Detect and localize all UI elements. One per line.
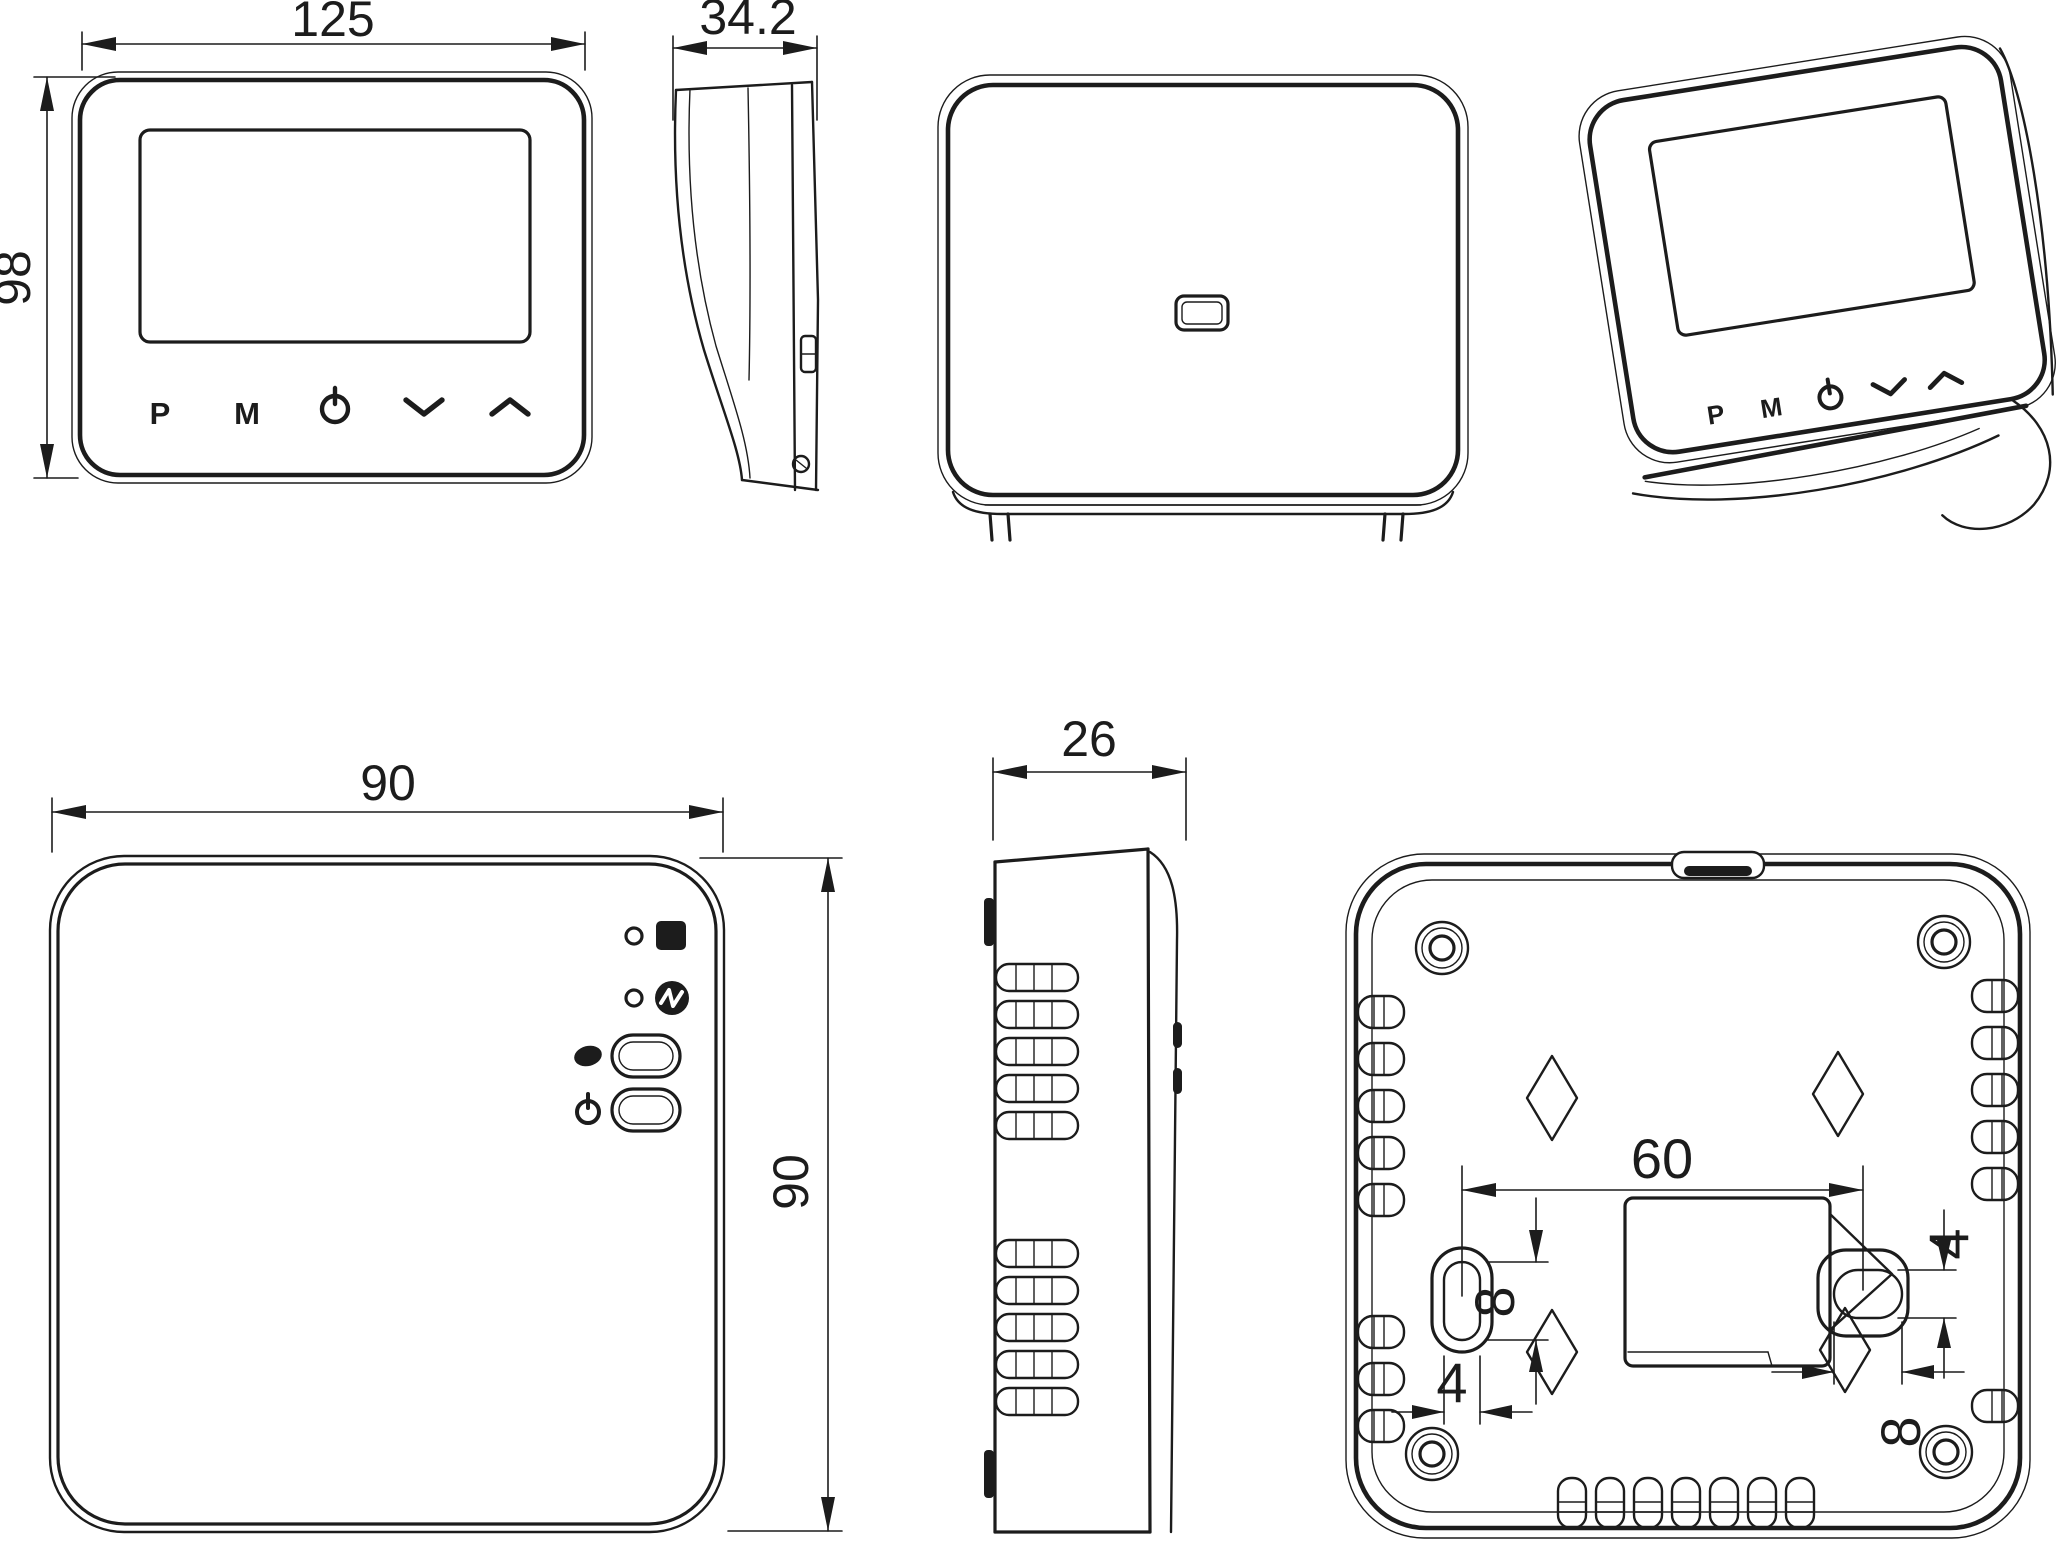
program-button: P <box>1705 398 1727 430</box>
dim-left-slot-width: 4 <box>1391 1351 1533 1425</box>
thermostat-back-body <box>945 82 1461 498</box>
power-icon <box>319 385 351 425</box>
mode-button: M <box>234 396 260 431</box>
thermostat-back-bottom-lip <box>951 490 1455 542</box>
diamond-emboss <box>1525 1054 1579 1142</box>
side-clip-tab <box>984 898 994 946</box>
receiver-front-body <box>56 862 718 1526</box>
dim-label-thermostat-width: 125 <box>291 0 374 47</box>
view-thermostat-perspective: P M <box>1578 35 2056 531</box>
heating-indicator-icon <box>656 921 686 950</box>
terminal-box <box>1623 1196 1894 1368</box>
receiver-side-profile <box>984 847 1182 1534</box>
dim-label-hole-spacing: 60 <box>1631 1127 1693 1190</box>
perspective-stand-foot <box>1941 399 2052 531</box>
dim-label-right-slot-height: 4 <box>1917 1228 1980 1259</box>
mount-clip <box>988 512 994 542</box>
dim-receiver-height: 90 <box>699 857 843 1532</box>
rf-indicator-icon <box>655 981 689 1015</box>
screw-hole <box>1918 1424 1974 1480</box>
power-icon <box>1817 377 1844 411</box>
receiver-side-back-cover <box>1148 850 1179 1534</box>
receiver-back-latch <box>1670 850 1766 880</box>
chevron-up-icon <box>489 397 531 417</box>
rf-led <box>624 988 644 1008</box>
view-receiver-side: 26 <box>984 711 1187 1534</box>
chevron-up-icon <box>1927 370 1965 391</box>
power-button-icon <box>575 1092 601 1125</box>
receiver-back-vents-left <box>1356 994 1406 1444</box>
mount-clip <box>1006 512 1012 542</box>
view-thermostat-side: 34.2 <box>672 0 820 492</box>
side-bump <box>1173 1022 1182 1048</box>
screw-hole <box>1916 914 1972 970</box>
receiver-front-outer-shell <box>48 854 726 1534</box>
mode-button: M <box>1758 391 1784 424</box>
view-thermostat-back <box>937 74 1469 542</box>
dim-label-receiver-height: 90 <box>763 1154 819 1210</box>
side-clip-tab <box>984 1450 994 1498</box>
dim-label-left-slot-width: 4 <box>1436 1351 1467 1414</box>
dim-label-right-slot-width: 8 <box>1869 1416 1932 1447</box>
perspective-screen <box>1647 95 1976 337</box>
thermostat-front-outer-shell <box>71 71 593 484</box>
program-button: P <box>150 396 171 431</box>
dim-thermostat-width: 125 <box>81 0 586 71</box>
view-receiver-front: 90 90 <box>48 755 843 1534</box>
side-bump <box>1173 1068 1182 1094</box>
heating-led <box>624 926 644 946</box>
dim-receiver-width: 90 <box>51 755 724 853</box>
receiver-side-vents-upper <box>994 962 1080 1141</box>
receiver-side-vents-lower <box>994 1238 1080 1417</box>
mode-button-icon <box>574 1045 602 1067</box>
mount-clip <box>1381 512 1387 542</box>
thermostat-front-screen <box>138 128 532 344</box>
screw-hole <box>1404 1426 1460 1482</box>
receiver-back-vents-bottom <box>1556 1476 1816 1530</box>
dim-receiver-depth: 26 <box>992 711 1187 841</box>
dim-left-slot-height: 8 <box>1463 1197 1549 1405</box>
screw-hole <box>1414 920 1470 976</box>
perspective-body <box>1587 44 2048 455</box>
thermostat-back-slot <box>1174 294 1230 332</box>
mode-button <box>610 1033 682 1079</box>
dim-thermostat-depth: 34.2 <box>672 0 818 121</box>
thermostat-back-outer-shell <box>937 74 1469 506</box>
dim-label-left-slot-height: 8 <box>1463 1286 1526 1317</box>
chevron-down-icon <box>1870 377 1907 397</box>
dim-label-receiver-depth: 26 <box>1061 711 1117 767</box>
dim-label-thermostat-height: 98 <box>0 250 41 306</box>
dim-thermostat-height: 98 <box>0 76 116 479</box>
diamond-emboss <box>1818 1306 1872 1394</box>
perspective-base <box>1631 399 2052 531</box>
view-receiver-back: 60 8 4 4 <box>1345 850 2031 1539</box>
thermostat-front-body <box>77 77 587 478</box>
dim-hole-spacing: 60 <box>1461 1127 1864 1297</box>
dim-right-slot-height: 4 <box>1897 1209 1980 1379</box>
dim-label-thermostat-depth: 34.2 <box>699 0 796 45</box>
mount-clip <box>1399 512 1405 542</box>
receiver-back-vents-right <box>1970 978 2020 1424</box>
mode-button-row <box>574 1033 682 1079</box>
power-button-row <box>575 1087 682 1133</box>
dim-right-slot-width: 8 <box>1771 1321 1965 1448</box>
power-button <box>610 1087 682 1133</box>
diamond-emboss <box>1811 1050 1865 1138</box>
side-screw <box>791 454 811 474</box>
diamond-emboss <box>1525 1308 1579 1396</box>
chevron-down-icon <box>403 397 445 417</box>
view-thermostat-front: P M 125 98 <box>0 0 593 484</box>
thermostat-side-profile <box>673 80 820 492</box>
perspective-outer-shell <box>1578 35 2056 464</box>
dim-label-receiver-width: 90 <box>360 755 416 811</box>
perspective-side-depth-line <box>1998 47 2054 396</box>
